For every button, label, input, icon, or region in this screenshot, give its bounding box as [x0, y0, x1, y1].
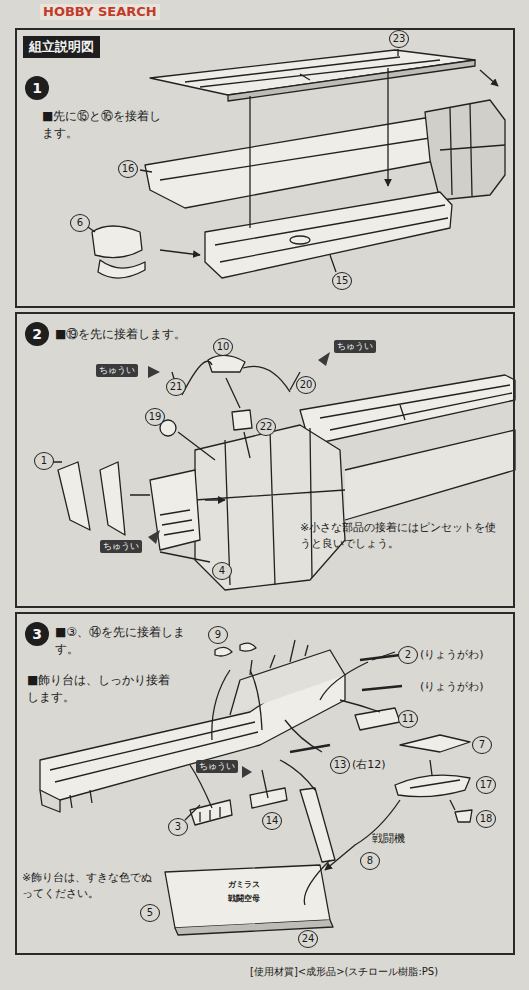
fighter-17 — [395, 775, 470, 796]
callout-number: 11 — [398, 710, 418, 728]
upper-hull-16 — [145, 118, 440, 208]
callout-number: 20 — [296, 376, 316, 394]
part-7 — [400, 735, 470, 752]
caution-tag: ちゅうい — [96, 364, 138, 377]
note-text: ※飾り台は、すきな色でぬってください。 — [22, 870, 162, 902]
caution-tag: ちゅうい — [100, 540, 142, 553]
caution-arrow — [148, 366, 160, 378]
callout-number: 19 — [145, 408, 165, 426]
instruction-text: ■③、⑭を先に接着します。 — [55, 624, 205, 659]
callout-number: 7 — [472, 736, 492, 754]
callout-number: 8 — [360, 852, 380, 870]
callout-number: 14 — [262, 812, 282, 830]
material-note: [使用材質]<成形品>(スチロール樹脂:PS) — [250, 966, 438, 978]
callout-number: 2 — [398, 646, 418, 664]
step-panel: ■⑲を先に接着します。 2 — [15, 312, 515, 608]
callout-number: 6 — [70, 214, 90, 232]
step-panel: ■先に⑮と⑯を接着します。 組立説明図 1 — [15, 28, 515, 308]
caution-tag: ちゅうい — [196, 760, 238, 773]
part-22 — [232, 410, 252, 430]
caution-arrow — [148, 530, 160, 544]
step-panel: ■③、⑭を先に接着します。 ■飾り台は、しっかり接着します。 3 — [15, 612, 515, 955]
callout-number: 15 — [332, 272, 352, 290]
ship-deck — [300, 375, 515, 445]
part-note: 戦闘機 — [372, 832, 405, 845]
callout-number: 16 — [118, 160, 138, 178]
stern-block — [425, 100, 505, 200]
stand-lettering: 戦闘空母 — [228, 894, 260, 904]
callout-number: 1 — [34, 452, 54, 470]
bow-part-6 — [92, 226, 142, 258]
lower-hull-15 — [205, 192, 452, 278]
note-text: ※小さな部品の接着にはピンセットを使うと良いでしょう。 — [300, 520, 505, 552]
callout-number: 5 — [140, 904, 160, 922]
part-9 — [215, 647, 232, 656]
callout-number: 10 — [213, 338, 233, 356]
instruction-text: ■先に⑮と⑯を接着します。 — [42, 108, 162, 143]
node-text: 3 — [32, 626, 42, 642]
callout-number: 23 — [389, 30, 409, 48]
caution-arrow — [318, 352, 330, 366]
instruction-text: ■⑲を先に接着します。 — [55, 326, 275, 343]
callout-number: 24 — [298, 930, 318, 948]
node-text: 2 — [32, 326, 42, 342]
node-text: 1 — [32, 80, 42, 96]
part-note: (りょうがわ) — [420, 648, 484, 661]
callout-number: 17 — [476, 776, 496, 794]
step-number: 3 — [25, 622, 49, 646]
part-3 — [190, 800, 232, 825]
step-number: 1 — [25, 76, 49, 100]
part-note: (右12) — [352, 758, 386, 771]
fin-1 — [58, 462, 90, 530]
part-note: (りょうがわ) — [420, 680, 484, 693]
callout-number: 13 — [330, 756, 350, 774]
callout-number: 3 — [168, 818, 188, 836]
callout-number: 22 — [256, 418, 276, 436]
watermark: HOBBY SEARCH — [40, 4, 160, 20]
callout-number: 4 — [212, 562, 232, 580]
caution-arrow — [242, 766, 252, 778]
part-18 — [455, 810, 472, 822]
caution-tag: ちゅうい — [334, 340, 376, 353]
callout-number: 18 — [476, 810, 496, 828]
part-13 — [290, 745, 330, 752]
part-14 — [250, 788, 287, 808]
node-text: 組立説明図 — [29, 39, 94, 54]
part-10 — [208, 355, 245, 372]
callout-number: 21 — [166, 378, 186, 396]
part-2 — [360, 655, 402, 690]
callout-number: 9 — [208, 626, 228, 644]
instruction-text: ■飾り台は、しっかり接着します。 — [27, 672, 177, 707]
stern-body — [195, 425, 345, 590]
title-band: 組立説明図 — [23, 36, 100, 58]
stand-lettering: ガミラス — [228, 880, 260, 890]
part-24 — [300, 788, 335, 862]
step-number: 2 — [25, 322, 49, 346]
